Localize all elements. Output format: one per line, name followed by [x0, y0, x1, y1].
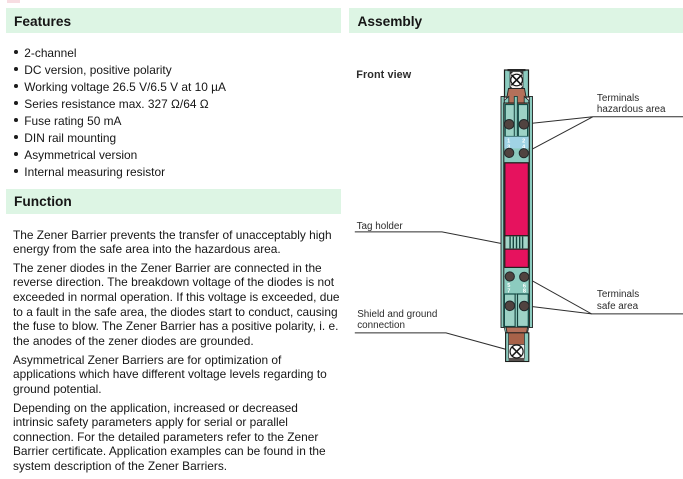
svg-text:5: 5: [507, 283, 510, 289]
svg-text:2: 2: [522, 138, 525, 144]
svg-text:1: 1: [507, 138, 510, 144]
svg-text:3: 3: [507, 145, 510, 151]
svg-text:7: 7: [507, 288, 510, 294]
svg-text:4: 4: [522, 145, 526, 151]
svg-text:8: 8: [523, 289, 526, 295]
svg-text:6: 6: [523, 283, 526, 289]
